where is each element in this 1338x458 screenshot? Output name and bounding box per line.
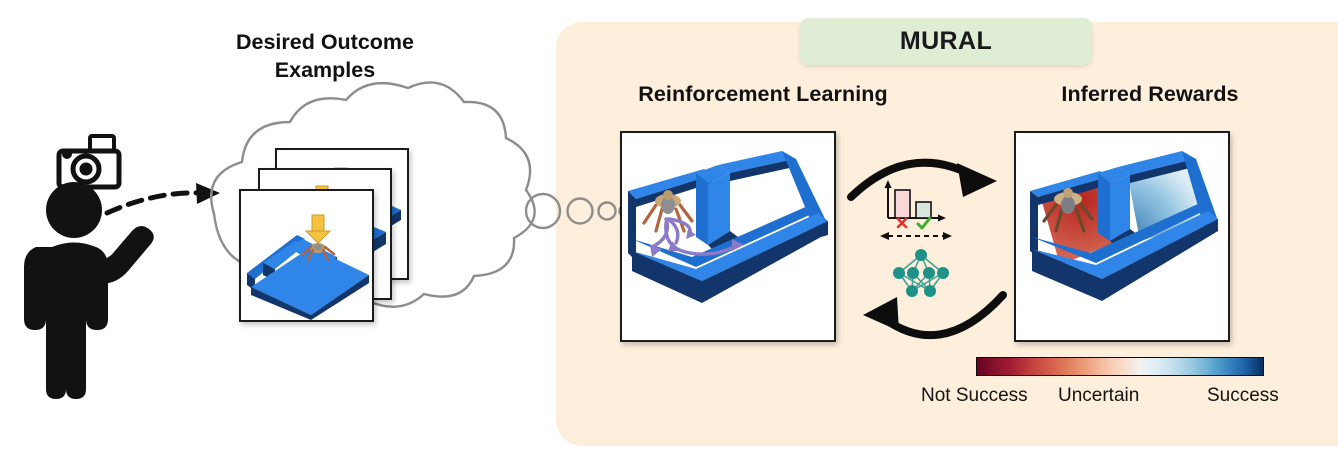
camera-to-cloud-arrow [104, 183, 220, 216]
example-image-card-front [239, 189, 374, 322]
bottom-curved-arrow [863, 291, 1007, 340]
inferred-rewards-title: Inferred Rewards [1061, 82, 1239, 106]
ant-robot-icon [1042, 188, 1094, 233]
desired-outcome-title: Desired Outcome Examples [185, 28, 465, 85]
reinforcement-learning-image [620, 131, 836, 342]
goal-marker-arrow [304, 214, 332, 244]
colorbar-label-high: Success [1207, 385, 1279, 406]
check-mark-icon [916, 216, 932, 230]
human-camera-group [24, 134, 220, 399]
example-maze-front [241, 191, 372, 320]
desired-outcome-title-line2: Examples [274, 58, 376, 83]
person-head [46, 182, 102, 238]
camera-icon [56, 134, 122, 190]
trajectory-arrowheads [650, 229, 744, 257]
top-curved-arrow [847, 158, 997, 201]
reward-colorbar [976, 357, 1264, 376]
desired-outcome-title-line1: Desired Outcome [235, 30, 415, 54]
mural-title-label: MURAL [899, 27, 993, 55]
ant-robot-icon [300, 243, 336, 262]
person-body [24, 242, 108, 399]
reward-heatmap-scene [1016, 133, 1228, 340]
colorbar-label-mid: Uncertain [1058, 385, 1140, 406]
ant-robot-icon [642, 190, 694, 233]
bar-chart-classifier-icon [884, 180, 946, 230]
colorbar-label-low: Not Success [921, 385, 1028, 406]
x-mark-icon [896, 217, 908, 229]
dashed-double-arrow-icon [880, 232, 952, 240]
reinforcement-learning-title: Reinforcement Learning [638, 82, 888, 106]
neural-network-icon [893, 249, 949, 297]
thought-bubble-trail [524, 192, 632, 230]
mural-title-badge: MURAL [800, 18, 1092, 65]
person-arm [96, 225, 154, 284]
inferred-rewards-image [1014, 131, 1230, 342]
rl-maze-scene [622, 133, 834, 340]
